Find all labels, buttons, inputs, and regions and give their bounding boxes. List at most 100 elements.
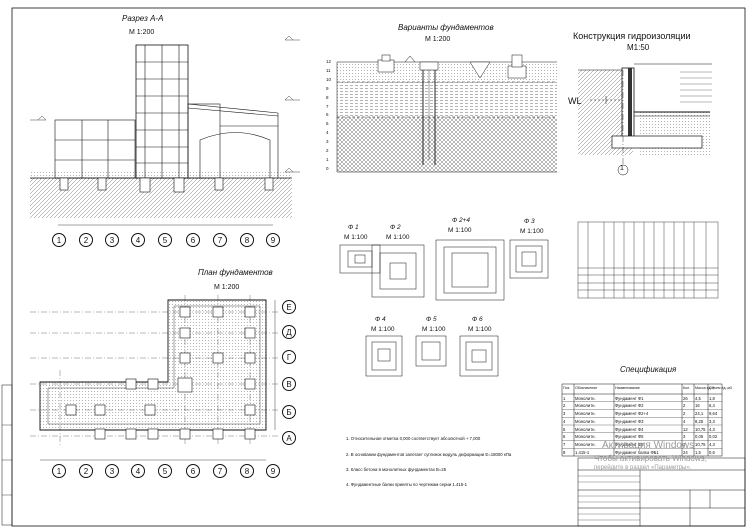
spec-table-grid	[561, 383, 723, 457]
depth-mark-0: 0	[326, 165, 329, 171]
depth-mark-7: 7	[326, 103, 329, 109]
spec-header-2: Наименование	[615, 386, 640, 390]
depth-mark-2: 2	[326, 148, 329, 153]
plan-axis-bubble-2: 2	[79, 464, 93, 478]
spec-cell-4-4: 10,75	[695, 426, 706, 432]
spec-header-1: Обозначение	[575, 386, 598, 390]
section-a-a	[30, 35, 300, 226]
spec-cell-3-0: 4	[563, 418, 566, 424]
spec-cell-2-4: 24,1	[695, 411, 704, 416]
footing-name-6: Ф 6	[472, 316, 483, 323]
footing-scale-0: М 1:100	[344, 234, 368, 241]
depth-mark-4: 4	[326, 130, 329, 136]
axis-bubble-letter-1: Д	[282, 325, 296, 339]
spec-cell-6-3: 3	[683, 442, 686, 447]
variants-title: Варианты фундаментов	[398, 23, 494, 32]
spec-cell-0-3: 26	[683, 395, 688, 401]
spec-header-4: Масса ед.,т	[695, 386, 715, 390]
axis-bubble-6: 6	[186, 233, 200, 247]
plan-axis-bubble-4: 4	[131, 464, 145, 478]
spec-cell-4-2: Фундамент Ф4	[615, 426, 644, 432]
depth-mark-10: 10	[326, 76, 332, 82]
spec-cell-2-2: Фундамент Ф2+4	[615, 411, 649, 416]
spec-cell-6-0: 7	[563, 442, 566, 447]
footing-scale-5: М 1:100	[422, 326, 446, 333]
spec-cell-3-5: 3,3	[709, 418, 715, 424]
spec-cell-5-0: 6	[563, 434, 566, 440]
note-3: 3. Класс бетона в монолитных фундаментах…	[346, 467, 447, 472]
footing-name-1: Ф 2	[390, 224, 401, 231]
axis-bubble-letter-5: А	[282, 431, 296, 445]
depth-mark-3: 3	[326, 139, 329, 145]
watermark-line-1: Активация Windows	[602, 440, 695, 451]
spec-header-5: Объем ед.,м3	[709, 386, 732, 390]
axis-bubble-letter-3: В	[282, 377, 296, 391]
axis-bubble-7: 7	[213, 233, 227, 247]
axis-bubble-letter-4: Б	[282, 405, 296, 419]
spec-cell-5-1: Монолитн.	[575, 434, 596, 440]
spec-cell-4-0: 5	[563, 426, 566, 432]
spec-cell-3-4: 8,25	[695, 418, 704, 424]
plan-title: План фундаментов	[198, 268, 273, 277]
spec-cell-0-0: 1	[563, 395, 566, 401]
axis-bubble-letter-0: Е	[282, 300, 296, 314]
axis-bubble-9: 9	[266, 233, 280, 247]
depth-mark-9: 9	[326, 85, 329, 91]
axis-bubble-letter-2: Г	[282, 350, 296, 364]
variants-scale: М 1:200	[425, 36, 451, 43]
spec-cell-6-2: Фундамент Ф6	[615, 442, 644, 447]
title-block	[577, 457, 746, 527]
plan-axis-bubble-8: 8	[240, 464, 254, 478]
spec-cell-7-2: Фундамент балка ФБ1	[615, 449, 659, 455]
footing-scale-1: М 1:100	[386, 234, 410, 241]
spec-cell-3-1: Монолитн.	[575, 418, 596, 424]
spec-cell-2-3: 2	[683, 411, 686, 416]
footing-name-4: Ф 4	[375, 316, 386, 323]
spec-cell-1-1: Монолитн.	[575, 403, 596, 409]
depth-mark-12: 12	[326, 59, 332, 64]
footing-name-5: Ф 5	[426, 316, 437, 323]
footing-name-2: Ф 2+4	[452, 217, 470, 224]
footing-scale-2: М 1:100	[448, 227, 472, 234]
note-2: 2. В основании фундаментов залегает сугл…	[346, 452, 512, 457]
spec-cell-7-4: 1,5	[695, 449, 701, 455]
depth-mark-11: 11	[326, 67, 331, 73]
axis-bubble-4: 4	[131, 233, 145, 247]
spec-cell-1-5: 6,4	[709, 403, 715, 409]
spec-cell-2-0: 3	[563, 411, 566, 416]
waterproofing-detail	[578, 63, 712, 176]
spec-cell-6-5: 4,3	[709, 442, 715, 447]
spec-cell-4-5: 4,3	[709, 426, 715, 432]
plan-axis-bubble-9: 9	[266, 464, 280, 478]
spec-cell-6-1: Монолитн.	[575, 442, 596, 447]
spec-cell-7-5: 0,6	[709, 449, 715, 455]
spec-cell-1-2: Фундамент Ф2	[615, 403, 644, 409]
depth-mark-1: 1	[326, 156, 329, 162]
axis-bubble-2: 2	[79, 233, 93, 247]
axis-bubble-8: 8	[240, 233, 254, 247]
spec-cell-4-3: 12	[683, 426, 688, 432]
depth-mark-5: 5	[326, 121, 329, 127]
footing-scale-6: М 1:100	[468, 326, 492, 333]
spec-cell-7-3: 24	[683, 449, 688, 455]
footing-scale-3: М 1:100	[520, 228, 544, 235]
spec-cell-5-4: 0,05	[695, 434, 704, 440]
footing-scale-4: М 1:100	[371, 326, 395, 333]
spec-cell-7-1: 1.415-1	[575, 449, 590, 455]
spec-header-0: Поз.	[563, 386, 571, 390]
waterproof-scale: М1:50	[627, 43, 650, 52]
plan-axis-bubble-5: 5	[158, 464, 172, 478]
footing-details	[339, 239, 549, 377]
spec-cell-0-5: 1,8	[709, 395, 715, 401]
left-binding-strip	[1, 384, 13, 526]
spec-header-3: Кол.	[683, 386, 691, 390]
note-4: 4. Фундаментные балки приняты по чертежа…	[346, 482, 467, 487]
spec-cell-5-3: 3	[683, 434, 686, 440]
foundation-variants	[336, 54, 557, 173]
section-title: Разрез А-А	[122, 14, 164, 23]
spec-cell-7-0: 8	[563, 449, 566, 455]
plan-axis-bubble-7: 7	[213, 464, 227, 478]
spec-cell-1-3: 2	[683, 403, 686, 409]
spec-cell-3-3: 4	[683, 418, 686, 424]
